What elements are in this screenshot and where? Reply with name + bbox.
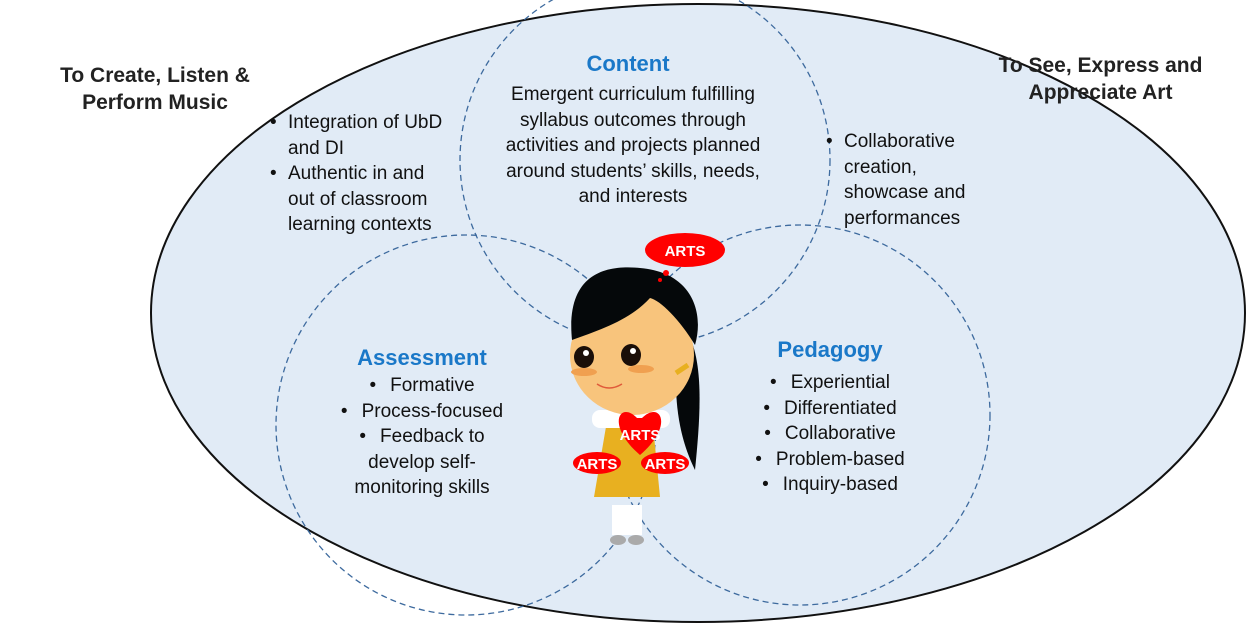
pedagogy-title: Pedagogy (777, 337, 883, 362)
right-oval-arts-label: ARTS (645, 456, 686, 473)
content-text: Emergent curriculum fulfilling syllabus … (505, 84, 761, 207)
pedagogy-item: Experiential (730, 370, 930, 396)
assessment-item: Formative (322, 373, 522, 399)
right-goal: To See, Express and Appreciate Art (998, 54, 1203, 104)
pedagogy-item: Inquiry-based (730, 472, 930, 498)
pedagogy-circle (609, 224, 991, 606)
pedagogy-item: Collaborative (730, 421, 930, 447)
left-oval-arts-label: ARTS (577, 456, 618, 473)
pedagogy-item: Differentiated (730, 396, 930, 422)
right-bullets: Collaborative creation, showcase and per… (826, 129, 986, 231)
pedagogy-list: Experiential Differentiated Collaborativ… (730, 370, 930, 498)
bubble-arts-label: ARTS (665, 243, 706, 260)
left-bullets: Integration of UbD and DI Authentic in a… (270, 110, 455, 238)
heart-arts-label: ARTS (620, 427, 661, 444)
assessment-item: Feedback to develop self-monitoring skil… (352, 424, 492, 501)
pedagogy-item: Problem-based (730, 447, 930, 473)
left-bullet: Integration of UbD and DI (270, 110, 455, 161)
assessment-title: Assessment (357, 345, 487, 370)
left-bullet: Authentic in and out of classroom learni… (270, 161, 455, 238)
girl-illustration (570, 233, 725, 545)
content-title: Content (586, 51, 670, 76)
assessment-list: Formative Process-focused Feedback to de… (322, 373, 522, 501)
assessment-item: Process-focused (322, 399, 522, 425)
right-bullet: Collaborative creation, showcase and per… (826, 129, 986, 231)
left-goal: To Create, Listen & Perform Music (60, 64, 250, 114)
